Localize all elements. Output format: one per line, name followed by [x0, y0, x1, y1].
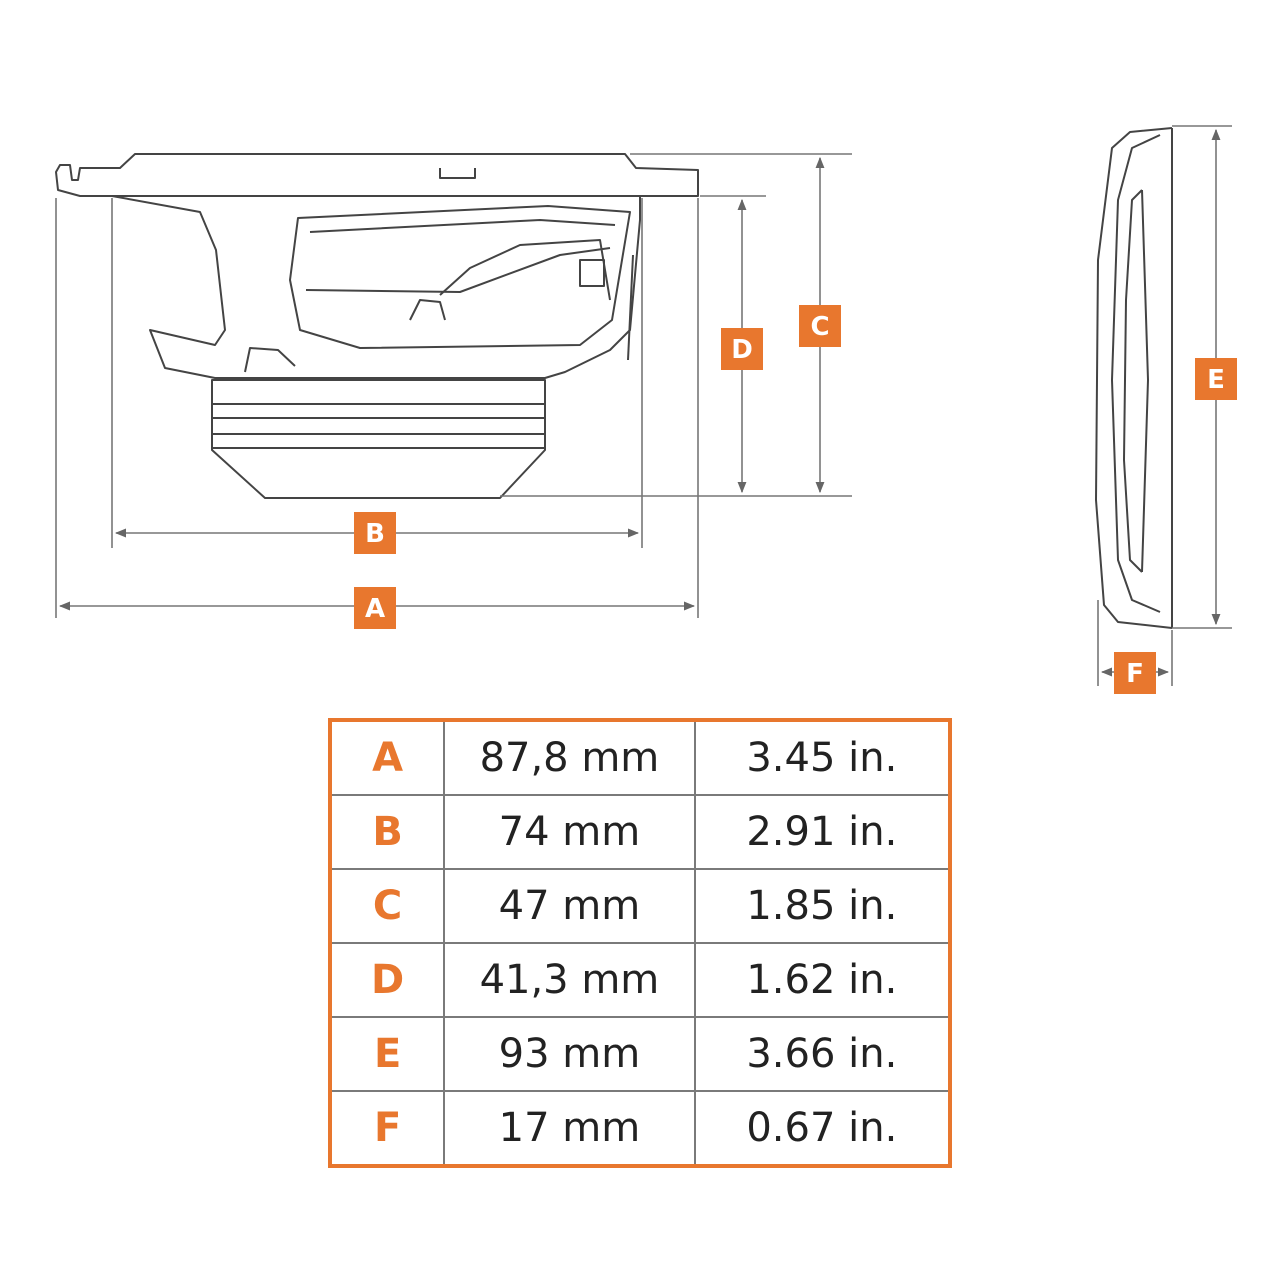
- dimension-letter: C: [328, 868, 446, 944]
- table-row: C 47 mm 1.85 in.: [328, 868, 952, 944]
- label-B-badge: B: [354, 512, 396, 554]
- label-E-badge: E: [1195, 358, 1237, 400]
- dimension-letter: F: [328, 1090, 446, 1167]
- dimension-letter: B: [328, 794, 446, 870]
- dimension-lines: [55, 125, 1232, 686]
- dimension-letter: E: [328, 1016, 446, 1092]
- dimension-mm: 41,3 mm: [443, 942, 696, 1018]
- dimension-letter: A: [328, 719, 446, 796]
- dimension-letter: D: [328, 942, 446, 1018]
- table-row: B 74 mm 2.91 in.: [328, 794, 952, 870]
- dimension-inch: 3.45 in.: [693, 719, 952, 796]
- label-B: B: [365, 519, 385, 549]
- label-C: C: [810, 312, 829, 342]
- dimension-inch: 1.85 in.: [693, 868, 952, 944]
- table-row: A 87,8 mm 3.45 in.: [328, 719, 952, 796]
- label-E: E: [1207, 365, 1225, 395]
- table-row: D 41,3 mm 1.62 in.: [328, 942, 952, 1018]
- label-D: D: [731, 335, 753, 365]
- label-F-badge: F: [1114, 652, 1156, 694]
- dimension-mm: 93 mm: [443, 1016, 696, 1092]
- speaker-side-view: [55, 153, 699, 499]
- label-A: A: [365, 594, 385, 624]
- speaker-dimension-drawing: A B C D E F: [55, 125, 1237, 694]
- label-F: F: [1126, 659, 1144, 689]
- dimension-mm: 47 mm: [443, 868, 696, 944]
- dimension-inch: 3.66 in.: [693, 1016, 952, 1092]
- speaker-front-edge-view: [1095, 127, 1173, 629]
- dimension-mm: 17 mm: [443, 1090, 696, 1167]
- dimension-inch: 0.67 in.: [693, 1090, 952, 1167]
- dimension-inch: 1.62 in.: [693, 942, 952, 1018]
- table-row: E 93 mm 3.66 in.: [328, 1016, 952, 1092]
- label-D-badge: D: [721, 328, 763, 370]
- table-row: F 17 mm 0.67 in.: [328, 1090, 952, 1167]
- label-A-badge: A: [354, 587, 396, 629]
- label-C-badge: C: [799, 305, 841, 347]
- dimension-inch: 2.91 in.: [693, 794, 952, 870]
- dimension-mm: 74 mm: [443, 794, 696, 870]
- dimension-mm: 87,8 mm: [443, 719, 696, 796]
- dimensions-table: A 87,8 mm 3.45 in. B 74 mm 2.91 in. C 47…: [328, 718, 952, 1168]
